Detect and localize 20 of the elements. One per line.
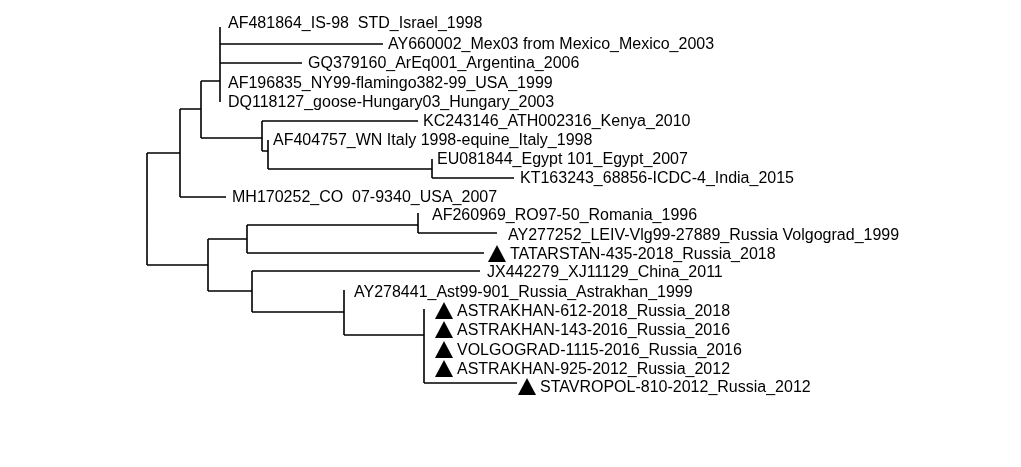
taxon-label: GQ379160_ArEq001_Argentina_2006 bbox=[308, 53, 580, 73]
taxon-label: KC243146_ATH002316_Kenya_2010 bbox=[423, 111, 691, 131]
taxon-label: ASTRAKHAN-143-2016_Russia_2016 bbox=[457, 320, 731, 340]
taxon-label: AF404757_WN Italy 1998-equine_Italy_1998 bbox=[273, 130, 593, 150]
taxon-label: JX442279_XJ11129_China_2011 bbox=[487, 262, 723, 282]
taxon-label: AF481864_IS-98 STD_Israel_1998 bbox=[228, 13, 483, 33]
taxon-label: AF196835_NY99-flamingo382-99_USA_1999 bbox=[228, 73, 553, 93]
taxon-label: VOLGOGRAD-1115-2016_Russia_2016 bbox=[457, 340, 742, 360]
taxon-label: TATARSTAN-435-2018_Russia_2018 bbox=[510, 244, 776, 264]
taxon-label: AY278441_Ast99-901_Russia_Astrakhan_1999 bbox=[354, 282, 693, 302]
taxon-label: ASTRAKHAN-612-2018_Russia_2018 bbox=[457, 301, 731, 321]
taxon-label: ASTRAKHAN-925-2012_Russia_2012 bbox=[457, 359, 731, 379]
taxon-label: AY660002_Mex03 from Mexico_Mexico_2003 bbox=[388, 34, 715, 54]
taxon-label: STAVROPOL-810-2012_Russia_2012 bbox=[540, 377, 811, 397]
taxon-label: AF260969_RO97-50_Romania_1996 bbox=[432, 205, 698, 225]
taxon-label: KT163243_68856-ICDC-4_India_2015 bbox=[520, 168, 794, 188]
taxon-label: MH170252_CO 07-9340_USA_2007 bbox=[232, 187, 498, 207]
taxon-label: DQ118127_goose-Hungary03_Hungary_2003 bbox=[228, 92, 555, 112]
taxon-label: EU081844_Egypt 101_Egypt_2007 bbox=[437, 149, 688, 169]
taxon-label: AY277252_LEIV-Vlg99-27889_Russia Volgograd_1999 bbox=[508, 225, 900, 245]
